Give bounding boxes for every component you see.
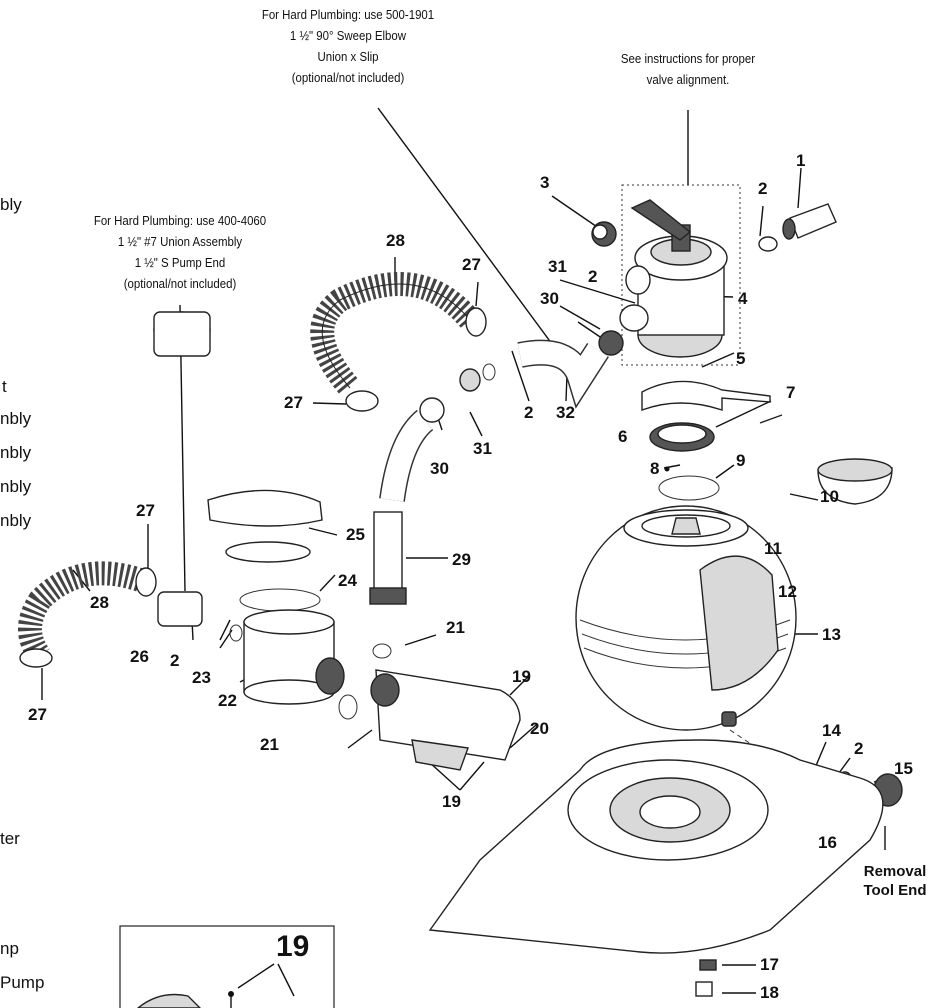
- note-line: valve alignment.: [646, 72, 730, 87]
- callout-number: 15: [894, 759, 913, 778]
- callout-number: 1: [796, 151, 806, 170]
- pump-strainer: [153, 311, 392, 720]
- callout-number: 4: [738, 289, 748, 308]
- callout-number: 2: [588, 267, 598, 286]
- callout-number: 26: [130, 647, 149, 666]
- callout-number: 2: [854, 739, 864, 758]
- sweep-elbow: [459, 330, 624, 409]
- callout-number: 5: [736, 349, 746, 368]
- callout-number: 19: [442, 792, 461, 811]
- note-hard-plumbing-elbow: For Hard Plumbing: use 500-1901 1 ½" 90°…: [260, 4, 436, 88]
- removal-tool-note: Removal Tool End: [846, 862, 944, 900]
- hose-lower: [18, 561, 157, 668]
- left-fragment: nbly: [0, 409, 32, 428]
- pump-motor: [370, 669, 521, 771]
- note-line: See instructions for proper: [620, 51, 756, 66]
- callout-number: 9: [736, 451, 746, 470]
- pump-standpipe: [369, 397, 445, 605]
- callout-number: 29: [452, 550, 471, 569]
- note-line: 1 ½" 90° Sweep Elbow: [289, 28, 407, 43]
- callout-number: 19: [512, 667, 531, 686]
- note-line: Removal: [863, 863, 927, 880]
- note-valve-alignment: See instructions for proper valve alignm…: [600, 48, 776, 90]
- note-line: Tool End: [863, 882, 927, 899]
- callout-number: 12: [778, 582, 797, 601]
- bulkhead-fitting: [758, 203, 837, 252]
- callout-number: 31: [473, 439, 492, 458]
- callout-number: 23: [192, 668, 211, 687]
- note-line: For Hard Plumbing: use 500-1901: [261, 7, 435, 22]
- left-fragment: np: [0, 939, 19, 958]
- inset-box: [119, 925, 335, 1008]
- callout-number: 16: [818, 833, 837, 852]
- valve-alignment-box: [621, 184, 741, 366]
- callout-number: 2: [170, 651, 180, 670]
- note-hard-plumbing-union: For Hard Plumbing: use 400-4060 1 ½" #7 …: [92, 210, 268, 294]
- note-line: (optional/not included): [291, 70, 405, 85]
- callout-number: 20: [530, 719, 549, 738]
- callout-number: 7: [786, 383, 796, 402]
- multiport-valve: [619, 199, 728, 358]
- callout-number: 25: [346, 525, 365, 544]
- left-fragment: Pump: [0, 973, 45, 992]
- callout-number: 28: [90, 593, 109, 612]
- callout-number: 27: [136, 501, 155, 520]
- callout-number: 11: [764, 539, 782, 558]
- inset-pump-detail: [136, 963, 295, 1008]
- sight-glass: [591, 221, 617, 247]
- callout-number: 27: [28, 705, 47, 724]
- inset-callout-number: 19: [276, 930, 310, 963]
- callout-number: 30: [430, 459, 449, 478]
- callout-number: 3: [540, 173, 550, 192]
- callout-number: 30: [540, 289, 559, 308]
- note-line: 1 ½" #7 Union Assembly: [117, 234, 243, 249]
- callout-number: 21: [446, 618, 465, 637]
- callout-number: 32: [556, 403, 575, 422]
- callout-number: 14: [822, 721, 841, 740]
- left-fragment: nbly: [0, 477, 32, 496]
- note-line: For Hard Plumbing: use 400-4060: [93, 213, 267, 228]
- hose-upper: [310, 272, 487, 412]
- note-line: 1 ½" S Pump End: [134, 255, 226, 270]
- tank-base: [428, 739, 884, 997]
- callout-number: 2: [524, 403, 534, 422]
- left-fragment: ter: [0, 829, 20, 848]
- callout-number: 2: [758, 179, 768, 198]
- callout-number: 10: [820, 487, 839, 506]
- callout-number: 21: [260, 735, 279, 754]
- left-fragment: t: [2, 377, 7, 396]
- note-line: Union x Slip: [317, 49, 379, 64]
- callout-number: 18: [760, 983, 779, 1002]
- left-fragment: bly: [0, 195, 22, 214]
- valve-clamp: [641, 380, 783, 501]
- callout-number: 8: [650, 459, 660, 478]
- callout-number: 27: [284, 393, 303, 412]
- left-fragment: nbly: [0, 511, 32, 530]
- filter-tank: [575, 458, 893, 731]
- note-line: (optional/not included): [123, 276, 237, 291]
- callout-number: 24: [338, 571, 357, 590]
- callout-number: 28: [386, 231, 405, 250]
- callout-number: 6: [618, 427, 628, 446]
- callout-number: 13: [822, 625, 841, 644]
- callout-number: 27: [462, 255, 481, 274]
- callout-number: 31: [548, 257, 567, 276]
- left-fragment: nbly: [0, 443, 32, 462]
- callout-number: 22: [218, 691, 237, 710]
- callout-number: 17: [760, 955, 779, 974]
